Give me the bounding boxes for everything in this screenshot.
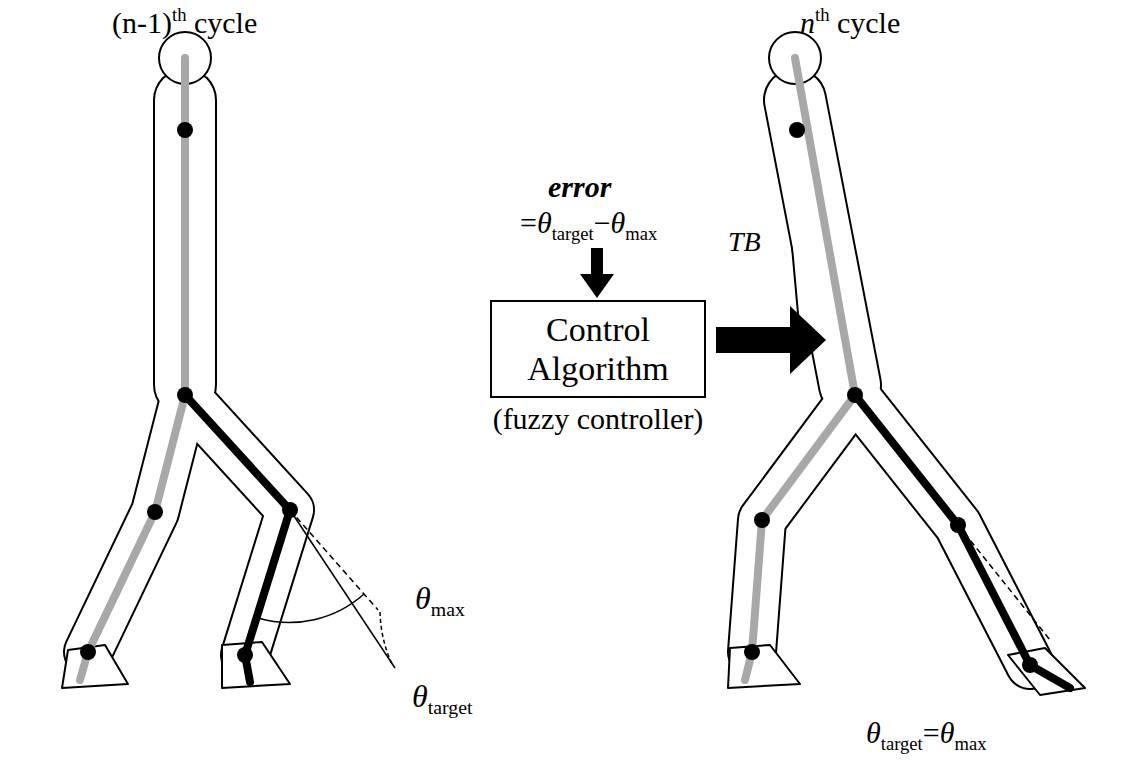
label-text: TB	[728, 226, 761, 257]
label-text: −	[594, 206, 611, 239]
label-text: target	[552, 223, 594, 244]
label-text: =	[520, 206, 537, 239]
label-text: θ	[866, 716, 881, 749]
process-box: Control Algorithm(fuzzy controller)	[490, 300, 706, 398]
cycle-title: (n-1)thcycle	[112, 6, 257, 38]
label-text: target	[428, 696, 473, 718]
arrow-label: TB	[728, 228, 761, 256]
label-text: th	[172, 4, 186, 25]
label-text: max	[625, 223, 657, 244]
angle-label: θmax	[415, 582, 465, 620]
label-text: θ	[415, 580, 431, 616]
angle-label: θtarget	[412, 680, 473, 718]
label-text: th	[815, 4, 829, 25]
label-text: error	[548, 170, 611, 203]
label-text: θ	[940, 716, 955, 749]
label-text: (n-1)	[112, 6, 172, 39]
label-text: target	[881, 733, 923, 754]
label-text: max	[954, 733, 986, 754]
label-text: n	[800, 6, 815, 39]
condition-label: θtarget=θmax	[866, 718, 986, 753]
label-text: θ	[412, 678, 428, 714]
box-subtitle: (fuzzy controller)	[493, 404, 704, 434]
label-text: cycle	[194, 6, 257, 39]
label-text: cycle	[837, 6, 900, 39]
error-label: error	[548, 172, 611, 202]
box-title: Control Algorithm	[502, 310, 694, 388]
label-text: max	[431, 598, 465, 620]
label-text: =	[923, 716, 940, 749]
label-text: θ	[537, 206, 552, 239]
label-text: θ	[611, 206, 626, 239]
cycle-title: nthcycle	[800, 6, 900, 38]
error-formula: =θtarget−θmax	[520, 208, 657, 243]
